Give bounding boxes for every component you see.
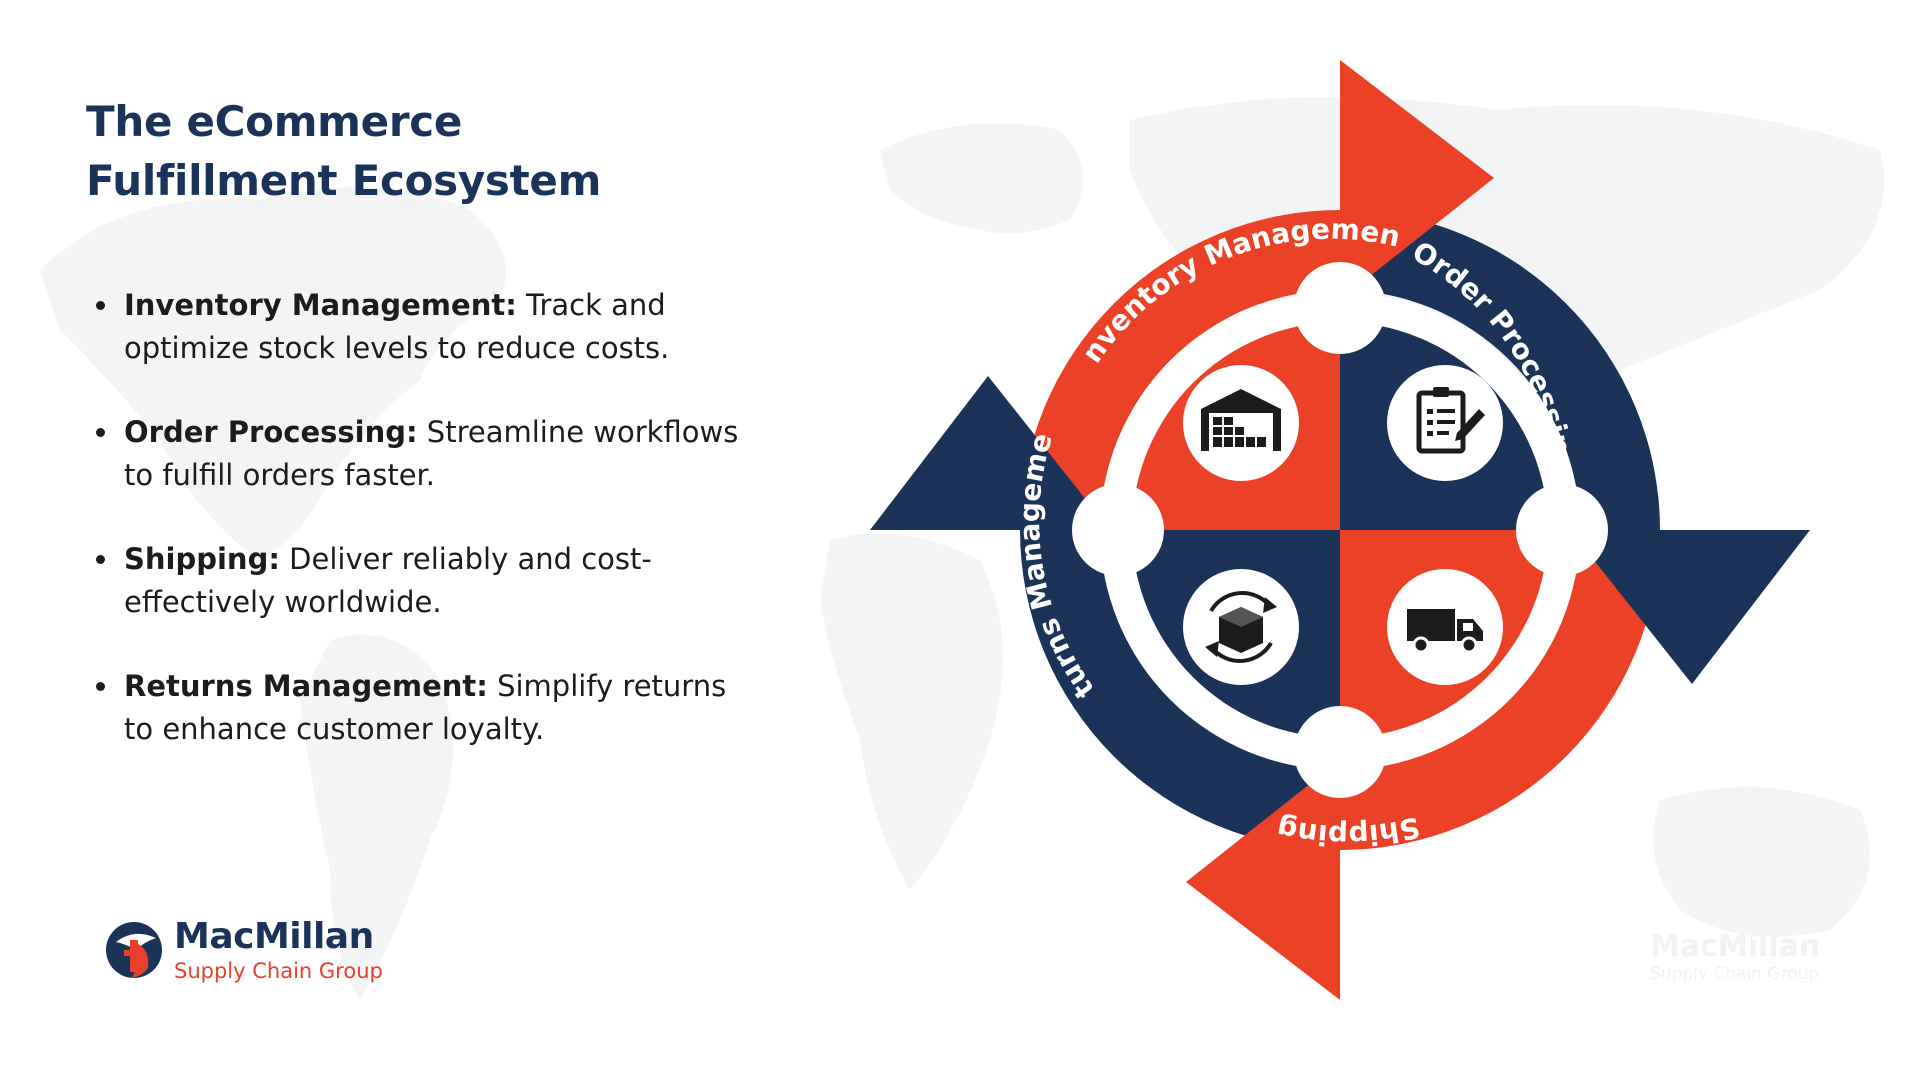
bullet-item-order-processing: Order Processing: Streamline workflows t… [94,411,754,497]
bullet-item-inventory: Inventory Management: Track and optimize… [94,284,754,370]
fulfillment-cycle-diagram: Inventory Management Order Processing Sh… [860,50,1810,1000]
arrowhead-shipping [1186,760,1340,1000]
notch-left [1072,484,1164,576]
truck-icon [1387,569,1503,685]
page-title: The eCommerce Fulfillment Ecosystem [86,92,601,210]
watermark-subtitle: Supply Chain Group [1650,964,1820,984]
title-line-1: The eCommerce [86,97,463,146]
bullet-term: Returns Management: [124,669,488,703]
company-logo: MacMillan Supply Chain Group [104,916,424,996]
bullet-dot [96,428,105,437]
notch-bottom [1294,706,1386,798]
arrowhead-returns [870,376,1110,530]
notch-top [1294,262,1386,354]
clipboard-icon [1387,365,1503,481]
bullet-list: Inventory Management: Track and optimize… [94,284,754,792]
arrowhead-inventory [1340,60,1494,300]
bullet-text: Deliver reliably and cost-effectively wo… [124,542,652,619]
title-line-2: Fulfillment Ecosystem [86,156,602,205]
bullet-text: Simplify returns to enhance customer loy… [124,669,727,746]
bullet-dot [96,682,105,691]
bullet-term: Order Processing: [124,415,418,449]
bullet-text: Streamline workflows to fulfill orders f… [124,415,739,492]
logo-watermark: MacMillan Supply Chain Group [1650,930,1830,990]
ring-band-inventory [1020,210,1340,530]
notch-right [1516,484,1608,576]
warehouse-icon [1183,365,1299,481]
ring-band-returns [1020,530,1340,850]
bullet-term: Shipping: [124,542,280,576]
ring-band-shipping [1340,530,1660,850]
bullet-dot [96,301,105,310]
bullet-item-shipping: Shipping: Deliver reliably and cost-effe… [94,538,754,624]
logo-mark-icon [106,922,162,978]
bullet-term: Inventory Management: [124,288,517,322]
ring-band-order-processing [1340,210,1660,530]
logo-subtitle: Supply Chain Group [174,959,383,983]
arrowhead-order-processing [1570,530,1810,684]
bullet-dot [96,555,105,564]
logo-name: MacMillan [174,916,374,957]
bullet-text: Track and optimize stock levels to reduc… [124,288,670,365]
return-box-icon [1183,569,1299,685]
watermark-name: MacMillan [1650,929,1821,964]
bullet-item-returns: Returns Management: Simplify returns to … [94,665,754,751]
